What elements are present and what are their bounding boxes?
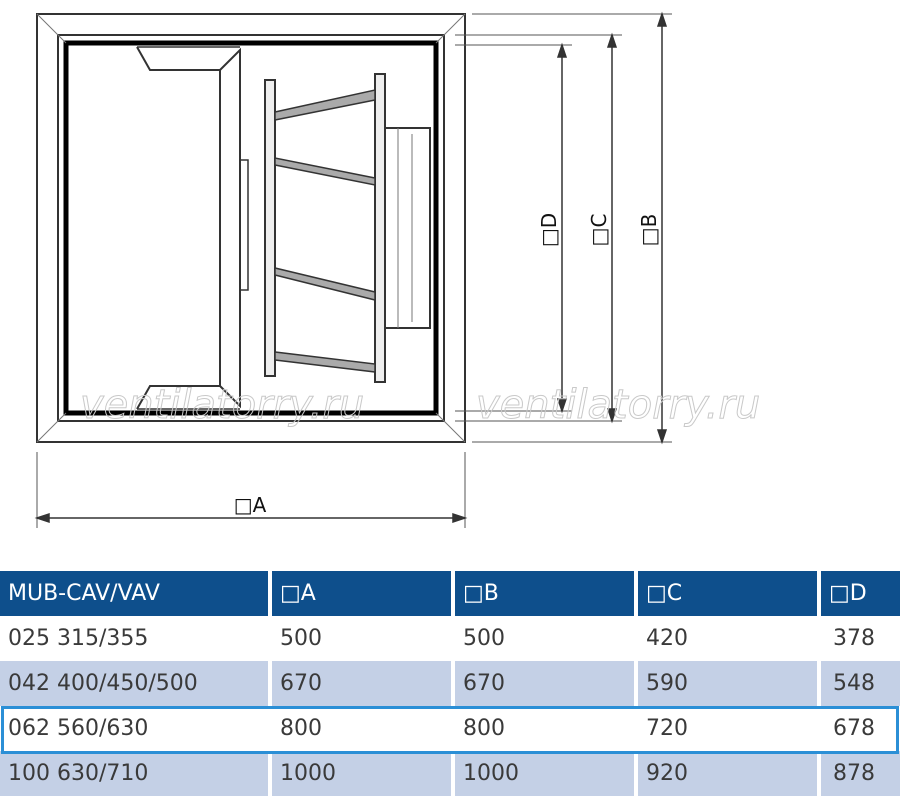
housing-outer: [36, 13, 466, 443]
column-header-b: □B: [455, 571, 638, 616]
dimension-a: [34, 512, 468, 524]
cell-b: 500: [455, 616, 638, 661]
cell-model: 062 560/630: [0, 706, 272, 751]
table-header-row: MUB-CAV/VAV □A □B □C □D: [0, 571, 900, 616]
cell-b: 670: [455, 661, 638, 706]
cell-c: 420: [638, 616, 821, 661]
column-header-c: □C: [638, 571, 821, 616]
table-row: 025 315/355 500 500 420 378: [0, 616, 900, 661]
cell-d: 378: [821, 616, 900, 661]
dimension-label-c: □C: [587, 214, 611, 247]
impeller-blade: [274, 351, 376, 373]
cell-a: 500: [272, 616, 455, 661]
impeller-backplate: [264, 79, 276, 377]
column-header-a: □A: [272, 571, 455, 616]
impeller-blade: [274, 89, 376, 121]
cell-model: 042 400/450/500: [0, 661, 272, 706]
cell-c: 920: [638, 751, 821, 796]
fan-box-diagram: □D □C □B □A ventilatorry.ru ventilatorry…: [34, 11, 761, 528]
cell-model: 100 630/710: [0, 751, 272, 796]
watermark: ventilatorry.ru: [476, 382, 760, 428]
cell-c: 720: [638, 706, 821, 751]
inlet-cone: [136, 46, 221, 410]
column-header-model: MUB-CAV/VAV: [0, 571, 272, 616]
cell-d: 878: [821, 751, 900, 796]
cell-a: 800: [272, 706, 455, 751]
table-row: 100 630/710 1000 1000 920 878: [0, 751, 900, 796]
cell-a: 1000: [272, 751, 455, 796]
impeller-blade: [274, 157, 376, 186]
dimension-label-d: □D: [537, 213, 561, 247]
watermark: ventilatorry.ru: [80, 382, 364, 428]
dimensions-table: MUB-CAV/VAV □A □B □C □D 025 315/355 500 …: [0, 571, 900, 796]
cell-b: 800: [455, 706, 638, 751]
dimension-d: [556, 42, 568, 414]
housing-frame: [57, 34, 445, 422]
outlet-collar: [385, 127, 431, 329]
table-row: 042 400/450/500 670 670 590 548: [0, 661, 900, 706]
table-row-highlighted: 062 560/630 800 800 720 678: [0, 706, 900, 751]
housing-inner: [63, 40, 439, 416]
impeller-shroud: [374, 73, 386, 383]
cell-b: 1000: [455, 751, 638, 796]
cell-d: 548: [821, 661, 900, 706]
cell-d: 678: [821, 706, 900, 751]
dimension-label-a: □A: [234, 493, 267, 517]
corner-bracket: [36, 13, 466, 443]
motor-grille: [239, 159, 249, 291]
technical-drawing: □D □C □B □A ventilatorry.ru ventilatorry…: [34, 11, 761, 528]
dimension-c: [606, 32, 618, 424]
dimension-b: [656, 11, 668, 445]
impeller-blade: [274, 267, 376, 301]
dimension-label-b: □B: [637, 214, 661, 247]
column-header-d: □D: [821, 571, 900, 616]
cell-a: 670: [272, 661, 455, 706]
inlet-plate: [219, 47, 241, 409]
cell-model: 025 315/355: [0, 616, 272, 661]
cell-c: 590: [638, 661, 821, 706]
